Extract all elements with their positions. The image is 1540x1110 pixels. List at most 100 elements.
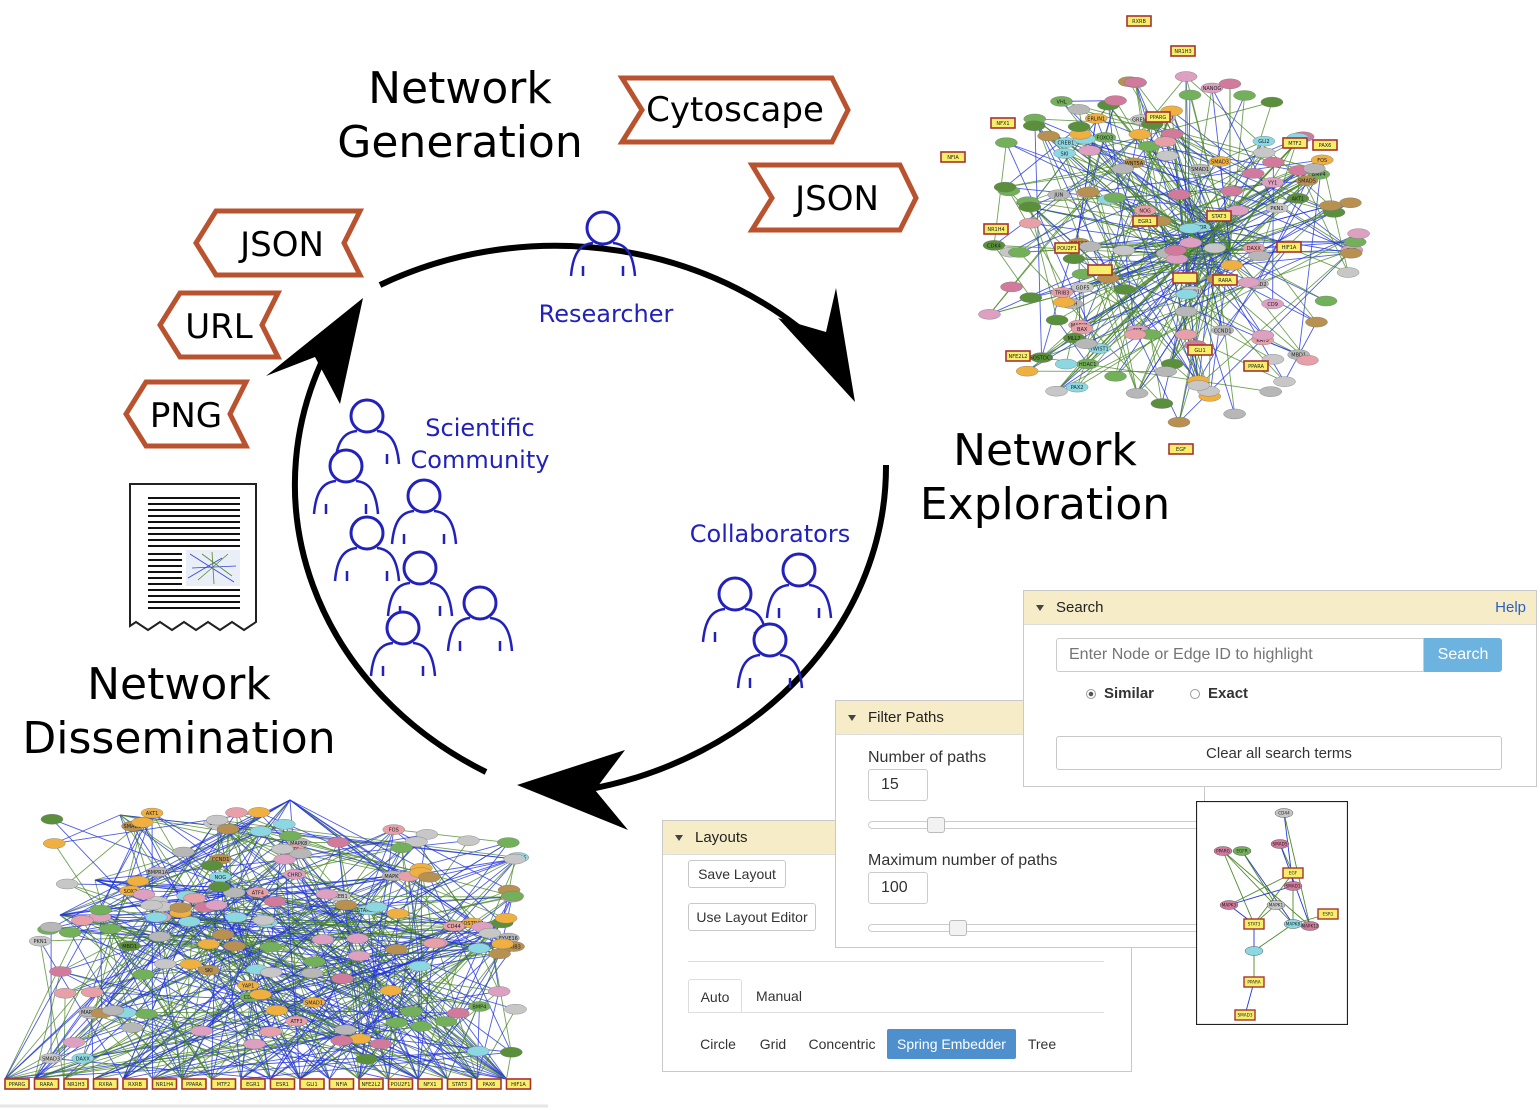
network-node-label: CREB1 <box>1058 141 1075 147</box>
network-boxed-node: NFE2L2 <box>1005 350 1031 362</box>
network-node: SMAD1 <box>1188 163 1212 175</box>
network-node-label: MAPK3 <box>384 874 401 880</box>
network-node-label: PPARG <box>1150 115 1167 121</box>
network-node <box>1178 89 1202 101</box>
network-edge <box>1089 101 1273 152</box>
network-node-label: TRIB3 <box>1054 290 1070 296</box>
clear-search-button[interactable]: Clear all search terms <box>1056 736 1502 770</box>
network-node <box>1067 121 1091 132</box>
network-node <box>385 1017 408 1028</box>
network-boxed-node: ESR1 <box>1317 908 1339 920</box>
network-node <box>225 807 248 818</box>
network-node-label: SOX2 <box>124 889 137 895</box>
layout-spring-embedder-option[interactable]: Spring Embedder <box>887 1029 1016 1059</box>
network-edge <box>34 971 61 1080</box>
network-node <box>408 960 431 972</box>
slider-handle[interactable] <box>949 920 967 936</box>
network-node <box>1248 250 1271 262</box>
network-node <box>1054 358 1078 370</box>
tab-auto[interactable]: Auto <box>688 979 742 1013</box>
network-edge <box>51 926 500 992</box>
network-edge <box>82 920 483 928</box>
network-node <box>289 848 312 859</box>
collapse-caret-icon[interactable] <box>1036 604 1044 611</box>
save-layout-button[interactable]: Save Layout <box>688 860 786 888</box>
exact-option[interactable]: Exact <box>1190 685 1248 702</box>
network-edge <box>1222 850 1294 925</box>
network-edge <box>1253 923 1294 952</box>
network-node <box>183 892 206 904</box>
network-node <box>89 904 112 916</box>
network-node <box>504 1004 527 1015</box>
search-panel-header[interactable]: Search Help <box>1024 591 1536 625</box>
network-node-label: PPARA <box>1248 364 1264 370</box>
network-node: YY1 <box>1261 177 1284 188</box>
layout-concentric-option[interactable]: Concentric <box>808 1036 876 1052</box>
search-button[interactable]: Search <box>1424 638 1502 672</box>
network-edge <box>1219 161 1231 251</box>
network-node <box>243 1038 266 1050</box>
number-of-paths-input[interactable]: 15 <box>868 769 928 801</box>
network-node <box>1168 189 1191 200</box>
network-node <box>457 835 480 846</box>
arrow-exploration-to-dissemination <box>584 464 890 793</box>
network-boxed-node: POU2F1 <box>387 1078 414 1090</box>
search-input[interactable] <box>1056 638 1424 672</box>
use-layout-editor-button[interactable]: Use Layout Editor <box>688 903 816 931</box>
layout-grid-option[interactable]: Grid <box>759 1036 787 1052</box>
network-node <box>369 1038 393 1050</box>
network-node <box>259 941 282 953</box>
radio-similar-icon[interactable] <box>1086 688 1096 699</box>
max-paths-input[interactable]: 100 <box>868 872 928 904</box>
network-node-label: RARA <box>1218 278 1232 284</box>
help-link[interactable]: Help <box>1495 599 1526 616</box>
network-edge <box>408 876 421 967</box>
network-edge <box>233 799 291 893</box>
network-edge <box>250 943 503 998</box>
network-node: CHRD <box>283 869 306 880</box>
network-node <box>415 829 439 840</box>
network-node-label: FOS <box>389 828 399 834</box>
tab-manual[interactable]: Manual <box>756 988 802 1004</box>
slider-handle[interactable] <box>927 817 945 833</box>
network-edge <box>64 829 394 994</box>
radio-exact-icon[interactable] <box>1190 688 1200 699</box>
network-node-label: NFIA <box>336 1082 348 1088</box>
network-edge <box>119 814 515 860</box>
network-node <box>355 1053 378 1065</box>
collapse-caret-icon[interactable] <box>675 834 683 841</box>
arrowhead-generation <box>266 298 363 404</box>
network-node-label: CHRD <box>287 872 302 878</box>
network-node <box>1259 386 1282 397</box>
network-edge <box>1184 254 1224 331</box>
network-edge <box>1171 133 1221 162</box>
network-boxed-node <box>1087 264 1113 276</box>
network-edge <box>146 1013 301 1080</box>
max-paths-slider[interactable] <box>868 920 1208 936</box>
tabs-underline <box>688 1012 1104 1013</box>
network-node: SKI <box>197 965 221 976</box>
network-edge <box>337 842 367 1060</box>
network-edge <box>4 936 161 1080</box>
network-edge <box>1134 82 1142 120</box>
number-of-paths-slider[interactable] <box>868 817 1208 833</box>
network-edge <box>1088 191 1209 392</box>
network-node-label: NANOG <box>1203 86 1222 92</box>
network-node <box>259 1026 282 1037</box>
network-edge <box>393 829 509 844</box>
network-edge <box>151 812 420 967</box>
network-edge <box>217 819 518 858</box>
network-node-label: NFE2L2 <box>362 1082 381 1088</box>
layout-circle-option[interactable]: Circle <box>700 1036 736 1052</box>
layout-tree-option[interactable]: Tree <box>1027 1036 1057 1052</box>
network-node <box>1113 284 1136 295</box>
network-node <box>1175 288 1198 300</box>
network-node-label: MLL2 <box>1068 336 1081 342</box>
collapse-caret-icon[interactable] <box>848 714 856 721</box>
network-node <box>1223 408 1246 420</box>
similar-option[interactable]: Similar <box>1086 685 1154 702</box>
network-edge <box>201 985 249 1032</box>
network-edge <box>91 1013 153 1080</box>
